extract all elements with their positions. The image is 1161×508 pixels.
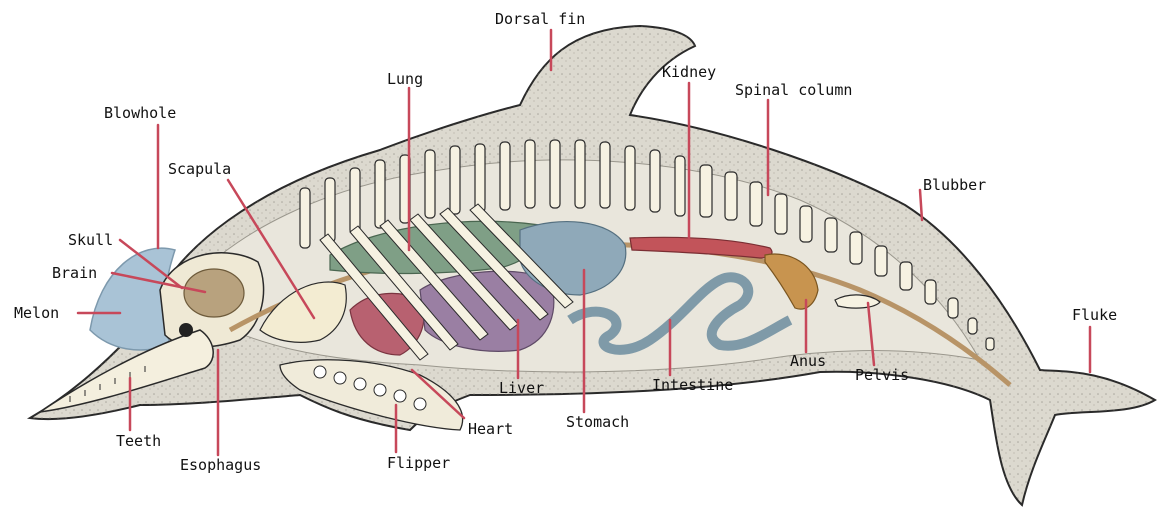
label-fluke: Fluke <box>1072 306 1117 324</box>
label-melon: Melon <box>14 304 59 322</box>
label-blubber: Blubber <box>923 176 986 194</box>
label-lung: Lung <box>387 70 423 88</box>
label-brain: Brain <box>52 264 97 282</box>
eye-socket <box>179 323 193 337</box>
label-intestine: Intestine <box>652 376 733 394</box>
label-blowhole: Blowhole <box>104 104 176 122</box>
label-anus: Anus <box>790 352 826 370</box>
label-skull: Skull <box>68 231 113 249</box>
brain-organ <box>184 269 244 317</box>
label-liver: Liver <box>499 379 544 397</box>
label-scapula: Scapula <box>168 160 231 178</box>
label-esophagus: Esophagus <box>180 456 261 474</box>
label-stomach: Stomach <box>566 413 629 431</box>
label-spinal-column: Spinal column <box>735 81 852 99</box>
label-kidney: Kidney <box>662 63 716 81</box>
label-flipper: Flipper <box>387 454 450 472</box>
label-pelvis: Pelvis <box>855 366 909 384</box>
label-dorsal-fin: Dorsal fin <box>495 10 585 28</box>
label-heart: Heart <box>468 420 513 438</box>
label-teeth: Teeth <box>116 432 161 450</box>
